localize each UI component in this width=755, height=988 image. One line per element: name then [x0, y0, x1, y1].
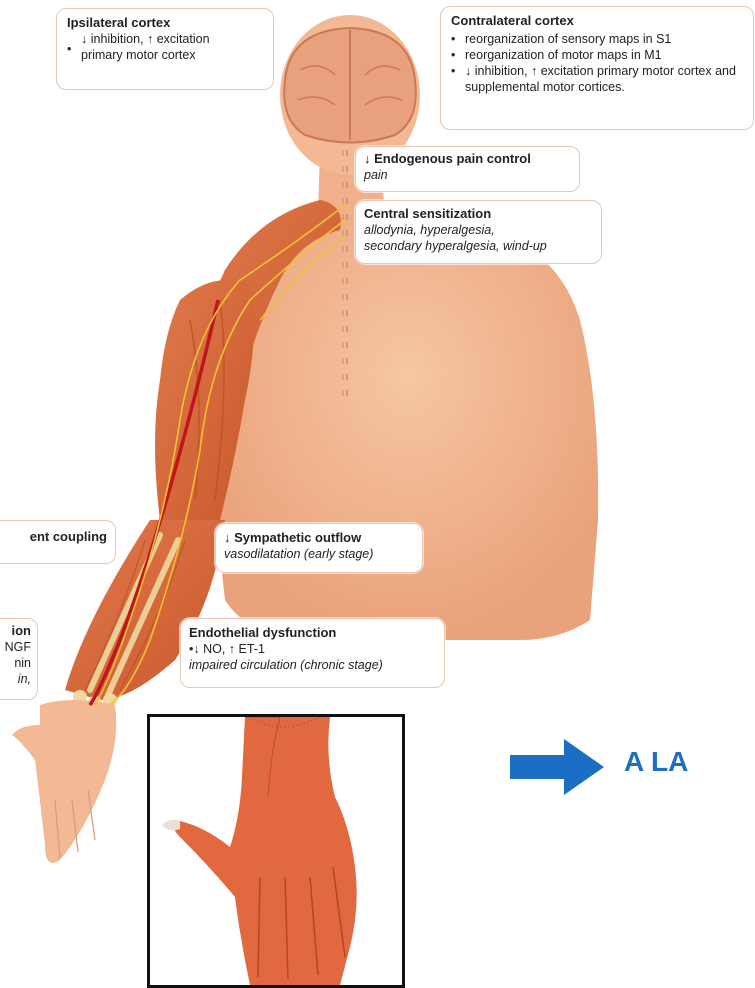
sympathetic-outflow-callout: ↓ Sympathetic outflow vasodilatation (ea… [215, 523, 423, 573]
coupling-title: ent coupling [0, 529, 107, 545]
central-sensitization-sub2: secondary hyperalgesia, wind-up [364, 238, 593, 254]
hand-photo-drawing [150, 717, 402, 985]
inflammation-title: ion [0, 623, 31, 639]
right-arrow-icon [508, 737, 608, 797]
central-sensitization-sub1: allodynia, hyperalgesia, [364, 222, 593, 238]
endothelial-dysfunction-title: Endothelial dysfunction [189, 625, 436, 641]
coupling-callout: ent coupling [0, 520, 116, 564]
central-sensitization-title: Central sensitization [364, 206, 593, 222]
sympathetic-outflow-title: ↓ Sympathetic outflow [224, 530, 414, 546]
hand [12, 700, 116, 863]
sympathetic-outflow-sub: vasodilatation (early stage) [224, 546, 414, 562]
inflammation-line3: in, [0, 671, 31, 687]
endogenous-pain-title: ↓ Endogenous pain control [364, 151, 571, 167]
ipsilateral-cortex-callout: Ipsilateral cortex ↓ inhibition, ↑ excit… [56, 8, 274, 90]
contralateral-cortex-title: Contralateral cortex [451, 13, 743, 29]
ipsilateral-line1: ↓ inhibition, ↑ excitation [67, 31, 263, 47]
contralateral-item: ↓ inhibition, ↑ excitation primary motor… [451, 63, 743, 95]
contralateral-list: reorganization of sensory maps in S1 reo… [451, 31, 743, 95]
ipsilateral-line2-text: primary motor cortex [81, 48, 196, 62]
inflammation-line2: nin [0, 655, 31, 671]
endothelial-dysfunction-line1: •↓ NO, ↑ ET-1 [189, 641, 436, 657]
arrow-label: A LA [624, 746, 688, 778]
contralateral-item: reorganization of motor maps in M1 [451, 47, 743, 63]
contralateral-cortex-callout: Contralateral cortex reorganization of s… [440, 6, 754, 130]
central-sensitization-callout: Central sensitization allodynia, hyperal… [355, 200, 602, 264]
endothelial-dysfunction-callout: Endothelial dysfunction •↓ NO, ↑ ET-1 im… [180, 618, 445, 688]
ipsilateral-cortex-title: Ipsilateral cortex [67, 15, 263, 31]
inflammation-callout: ion NGF nin in, [0, 618, 38, 700]
endogenous-pain-sub: pain [364, 167, 571, 183]
hand-photo [147, 714, 405, 988]
inflammation-line1: NGF [0, 639, 31, 655]
contralateral-item: reorganization of sensory maps in S1 [451, 31, 743, 47]
endogenous-pain-callout: ↓ Endogenous pain control pain [355, 146, 580, 192]
endothelial-dysfunction-sub: impaired circulation (chronic stage) [189, 657, 436, 673]
ipsilateral-line2: •primary motor cortex [67, 47, 263, 63]
